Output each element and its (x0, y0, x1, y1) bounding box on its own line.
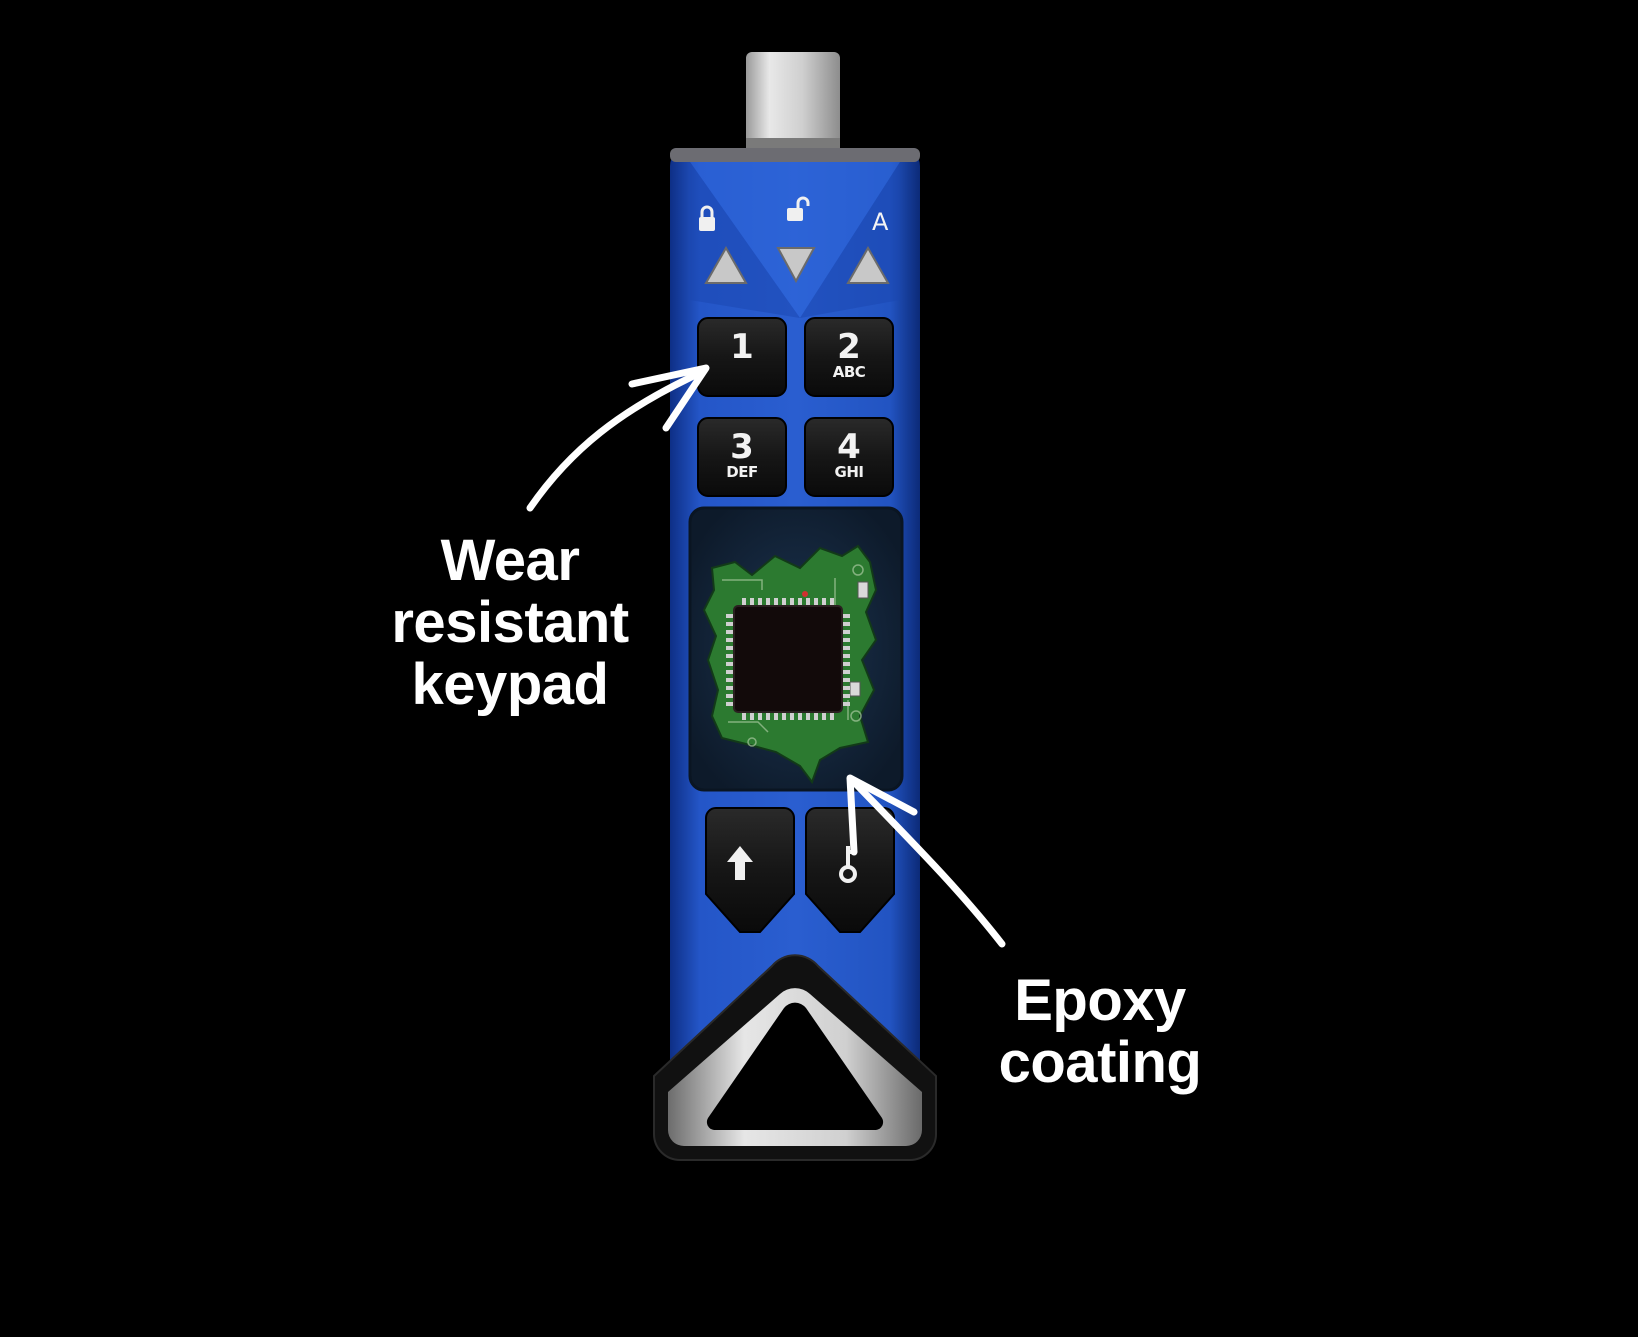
keypad-arrow (526, 364, 710, 512)
chip-pin (842, 694, 850, 698)
chip-pin (726, 654, 734, 658)
indicator-admin-label: A (872, 208, 889, 236)
chip-pin (774, 712, 778, 720)
chip-pin (842, 622, 850, 626)
key-1-label: 1 (698, 330, 786, 364)
callout-keypad-line-2: resistant (391, 590, 629, 655)
key-2-letters: ABC (832, 363, 866, 381)
key-2-label: 2 ABC (805, 330, 893, 380)
callout-keypad: Wear resistant keypad (360, 530, 660, 716)
epoxy-arrow (846, 774, 1006, 948)
chip-pin (842, 638, 850, 642)
chip-pin (842, 670, 850, 674)
led-lock (704, 245, 748, 284)
chip-pin (742, 712, 746, 720)
key-2[interactable] (804, 317, 894, 397)
unlock-icon (787, 196, 810, 221)
chip-pin (758, 598, 762, 606)
chip-pin (842, 630, 850, 634)
key-4-letters: GHI (834, 463, 864, 481)
chip-pin (830, 712, 834, 720)
chip-pin (726, 630, 734, 634)
usb-c-connector (746, 52, 840, 152)
chip-pin (726, 662, 734, 666)
chip-pin (726, 678, 734, 682)
chip-pin (814, 712, 818, 720)
key-2-number: 2 (837, 327, 861, 367)
key-4-number: 4 (837, 427, 861, 467)
key-3[interactable] (697, 417, 787, 497)
key-1[interactable] (697, 317, 787, 397)
chip-pin (742, 598, 746, 606)
chip-pin (726, 686, 734, 690)
chip-pin (726, 646, 734, 650)
chip-pin (842, 686, 850, 690)
chip-pin (726, 694, 734, 698)
chip-pin (842, 614, 850, 618)
chip-pin (790, 712, 794, 720)
chip-pin (750, 712, 754, 720)
chip-pin (782, 712, 786, 720)
chip-pin (790, 598, 794, 606)
key-3-label: 3 DEF (698, 430, 786, 480)
callout-keypad-line-1: Wear (440, 528, 580, 593)
chip-pin (822, 712, 826, 720)
key-3-number: 3 (730, 427, 754, 467)
chip-pin (766, 712, 770, 720)
callout-epoxy: Epoxy coating (960, 970, 1240, 1094)
chip-pin (726, 638, 734, 642)
callout-epoxy-line-1: Epoxy (1014, 968, 1186, 1033)
key-button[interactable] (805, 807, 895, 933)
shift-arrow-icon (727, 846, 753, 880)
chip-pin (830, 598, 834, 606)
led-unlock (776, 247, 816, 284)
chip-pin (842, 646, 850, 650)
chip-pin (822, 598, 826, 606)
chip-pin (842, 662, 850, 666)
key-1-number: 1 (730, 327, 754, 367)
callout-epoxy-line-2: coating (998, 1030, 1202, 1095)
chip-pin (726, 702, 734, 706)
chip-pin (782, 598, 786, 606)
chip-pin (726, 614, 734, 618)
chip-pin (842, 702, 850, 706)
callout-keypad-line-3: keypad (411, 652, 609, 717)
chip-pin (758, 712, 762, 720)
led-admin (846, 245, 890, 284)
chip-pin (726, 622, 734, 626)
controller-chip (733, 605, 843, 713)
chip-pin (750, 598, 754, 606)
shift-button[interactable] (705, 807, 795, 933)
chip-pin (774, 598, 778, 606)
key-4-label: 4 GHI (805, 430, 893, 480)
chip-pin (842, 678, 850, 682)
key-4[interactable] (804, 417, 894, 497)
chip-pin (814, 598, 818, 606)
chip-pin (798, 712, 802, 720)
chip-pin (766, 598, 770, 606)
chip-pin (726, 670, 734, 674)
lock-icon (699, 205, 715, 231)
chip-pin (806, 712, 810, 720)
chip-pin (806, 598, 810, 606)
key-3-letters: DEF (726, 463, 758, 481)
chip-pin (842, 654, 850, 658)
chip-pin (798, 598, 802, 606)
